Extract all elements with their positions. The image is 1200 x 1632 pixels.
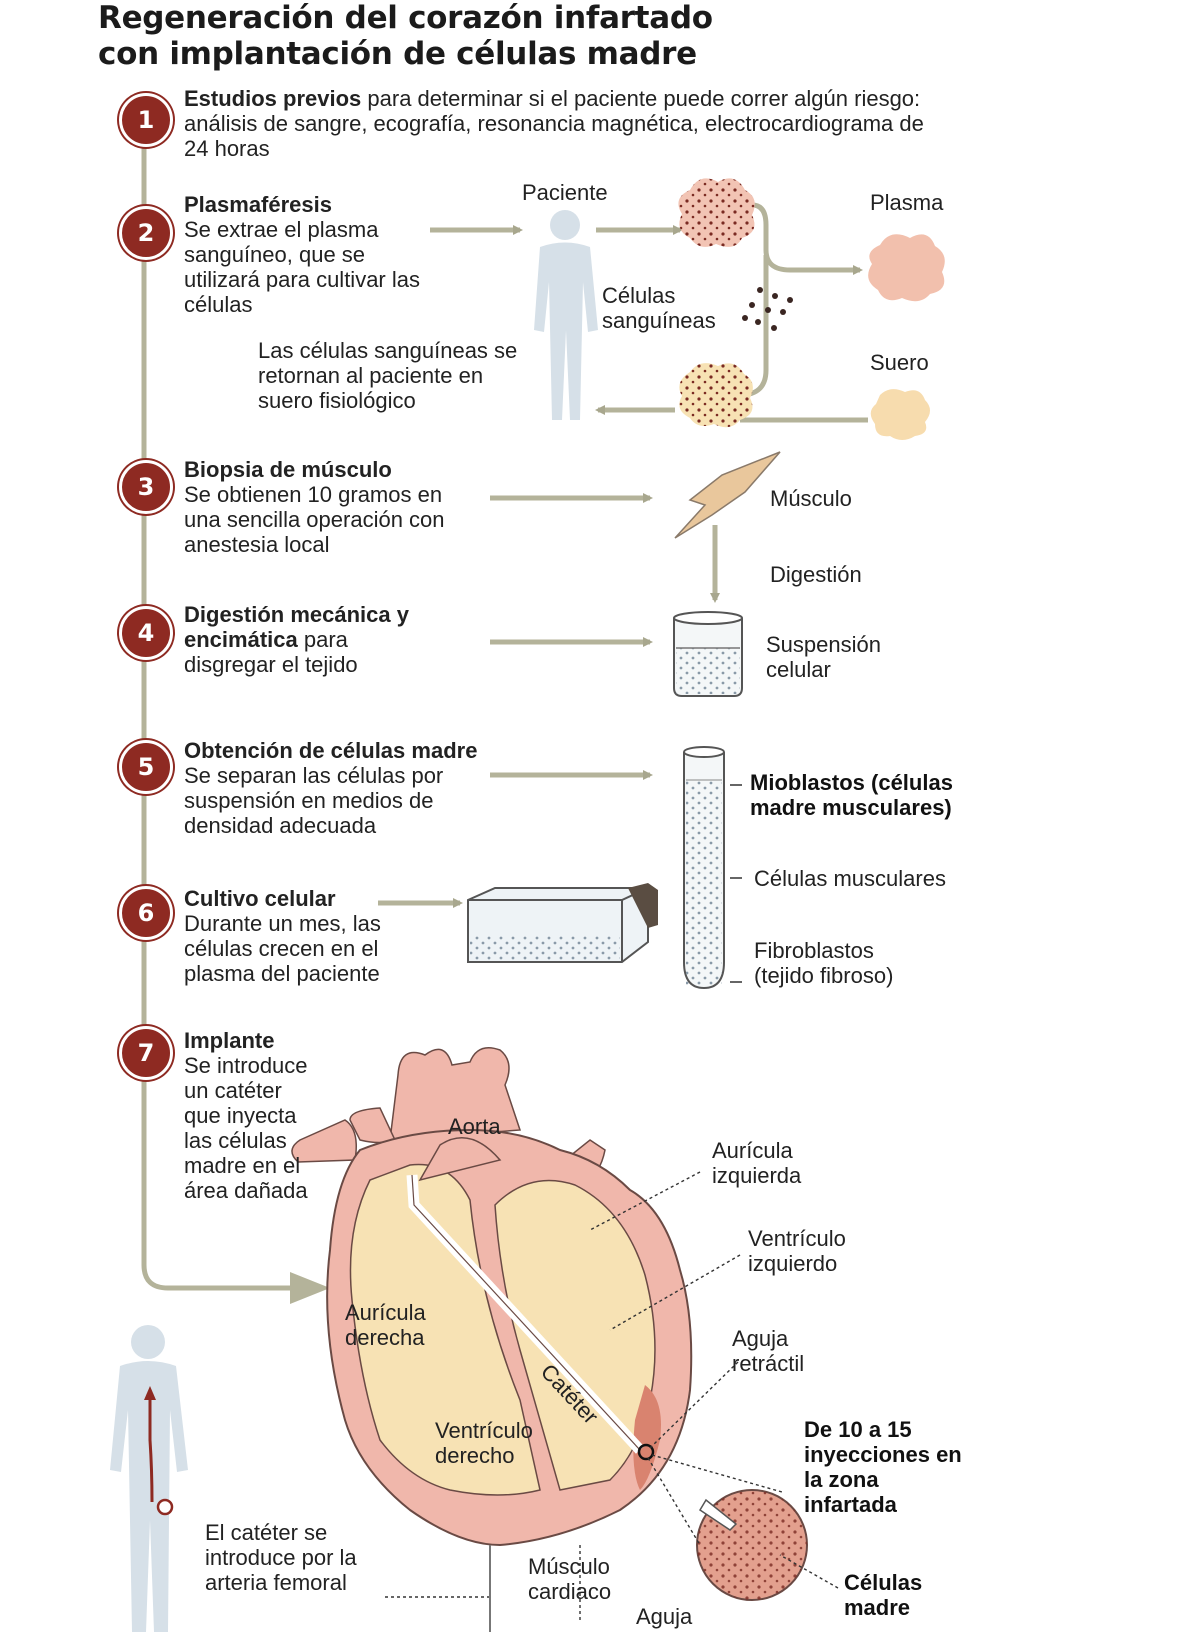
step-2-text: Plasmaféresis Se extrae el plasma sanguí… [184,192,424,317]
label-ventriculo-izquierdo: Ventrículo izquierdo [748,1226,846,1276]
step-4-badge: 4 [119,606,173,660]
title-line-2: con implantación de células madre [98,36,697,72]
step-5-text: Obtención de células madre Se separan la… [184,738,494,838]
label-suero: Suero [870,350,929,375]
step-5-body: Se separan las células por suspensión en… [184,763,444,838]
step-4-text: Digestión mecánica y encimática para dis… [184,602,434,677]
serum-blob [870,389,930,440]
leader-celulas-madre [779,1554,839,1589]
beaker [673,611,743,697]
step-7-text: Implante Se introduce un catéter que iny… [184,1028,314,1203]
label-musculo-cardiaco: Músculo cardiaco [528,1554,612,1604]
label-aguja-retractil: Aguja retráctil [732,1326,805,1376]
step-3-body: Se obtienen 10 gramos en una sencilla op… [184,482,445,557]
label-inyecciones: De 10 a 15 inyecciones en la zona infart… [804,1417,962,1517]
label-auricula-izquierda: Aurícula izquierda [712,1138,802,1188]
leader-auricula-izq [589,1171,701,1231]
leader-zoom-top [651,1454,783,1493]
label-femoral: El catéter se introduce por la arteria f… [205,1520,357,1595]
muscle-shape [674,451,781,539]
blood-cells [742,287,793,331]
step-5-badge: 5 [119,740,173,794]
step-3-text: Biopsia de músculo Se obtienen 10 gramos… [184,457,474,557]
step-7-body: Se introduce un catéter que inyecta las … [184,1053,308,1203]
page-title: Regeneración del corazón infartado con i… [98,0,713,72]
step-3-badge: 3 [119,460,173,514]
timeline-arrow-head [290,1272,330,1304]
blood-blob [678,178,755,247]
culture-flask [467,883,658,963]
label-retorno: Las células sanguíneas se retornan al pa… [258,338,518,413]
test-tube [683,746,725,990]
label-fibroblastos: Fibroblastos (tejido fibroso) [754,938,894,988]
step-3-title: Biopsia de músculo [184,457,392,482]
step-1-body: para determinar si el paciente puede cor… [184,86,924,161]
step-1-title: Estudios previos [184,86,362,111]
step-7-badge: 7 [119,1026,173,1080]
step-6-title: Cultivo celular [184,886,336,911]
step-2-title: Plasmaféresis [184,192,332,217]
timeline-line [141,118,292,1291]
label-celulas-sanguineas: Células sanguíneas [602,283,716,333]
zoom-circle [696,1489,808,1601]
step-2-body: Se extrae el plasma sanguíneo, que se ut… [184,217,420,317]
step-6-text: Cultivo celular Durante un mes, las célu… [184,886,394,986]
label-aorta: Aorta [448,1114,501,1139]
label-paciente: Paciente [522,180,608,205]
step-7-title: Implante [184,1028,275,1053]
label-mioblastos: Mioblastos (células madre musculares) [750,770,953,820]
femoral-entry [156,1498,174,1516]
step-2-badge: 2 [119,206,173,260]
label-aguja: Aguja [636,1604,693,1629]
femoral-path [145,1390,155,1503]
heart-illustration [291,1047,693,1547]
label-ventriculo-derecho: Ventrículo derecho [435,1418,533,1468]
step-4-body: para disgregar el tejido [184,627,358,677]
label-musculo: Músculo [770,486,852,511]
label-celulas-madre: Células madre [844,1570,923,1620]
return-blob [679,363,753,428]
title-line-1: Regeneración del corazón infartado [98,0,713,36]
patient-figure [534,210,598,420]
leader-aguja-retractil [649,1361,739,1449]
step-6-badge: 6 [119,886,173,940]
leader-ventriculo-izq [609,1254,741,1331]
label-celulas-musculares: Células musculares [754,866,946,891]
body-figure [110,1325,188,1632]
plasma-blob [868,234,945,302]
label-digestion: Digestión [770,562,862,587]
label-suspension: Suspensión celular [766,632,881,682]
step-5-title: Obtención de células madre [184,738,478,763]
step-6-body: Durante un mes, las células crecen en el… [184,911,381,986]
step-1-badge: 1 [119,93,173,147]
arrow-split [751,202,863,275]
leader-zoom-bottom [647,1457,701,1546]
needle-point [637,1443,655,1461]
step-1-text: Estudios previos para determinar si el p… [184,86,944,161]
label-auricula-derecha: Aurícula derecha [345,1300,426,1350]
step-4-title: Digestión mecánica y encimática [184,602,409,652]
label-plasma: Plasma [870,190,944,215]
